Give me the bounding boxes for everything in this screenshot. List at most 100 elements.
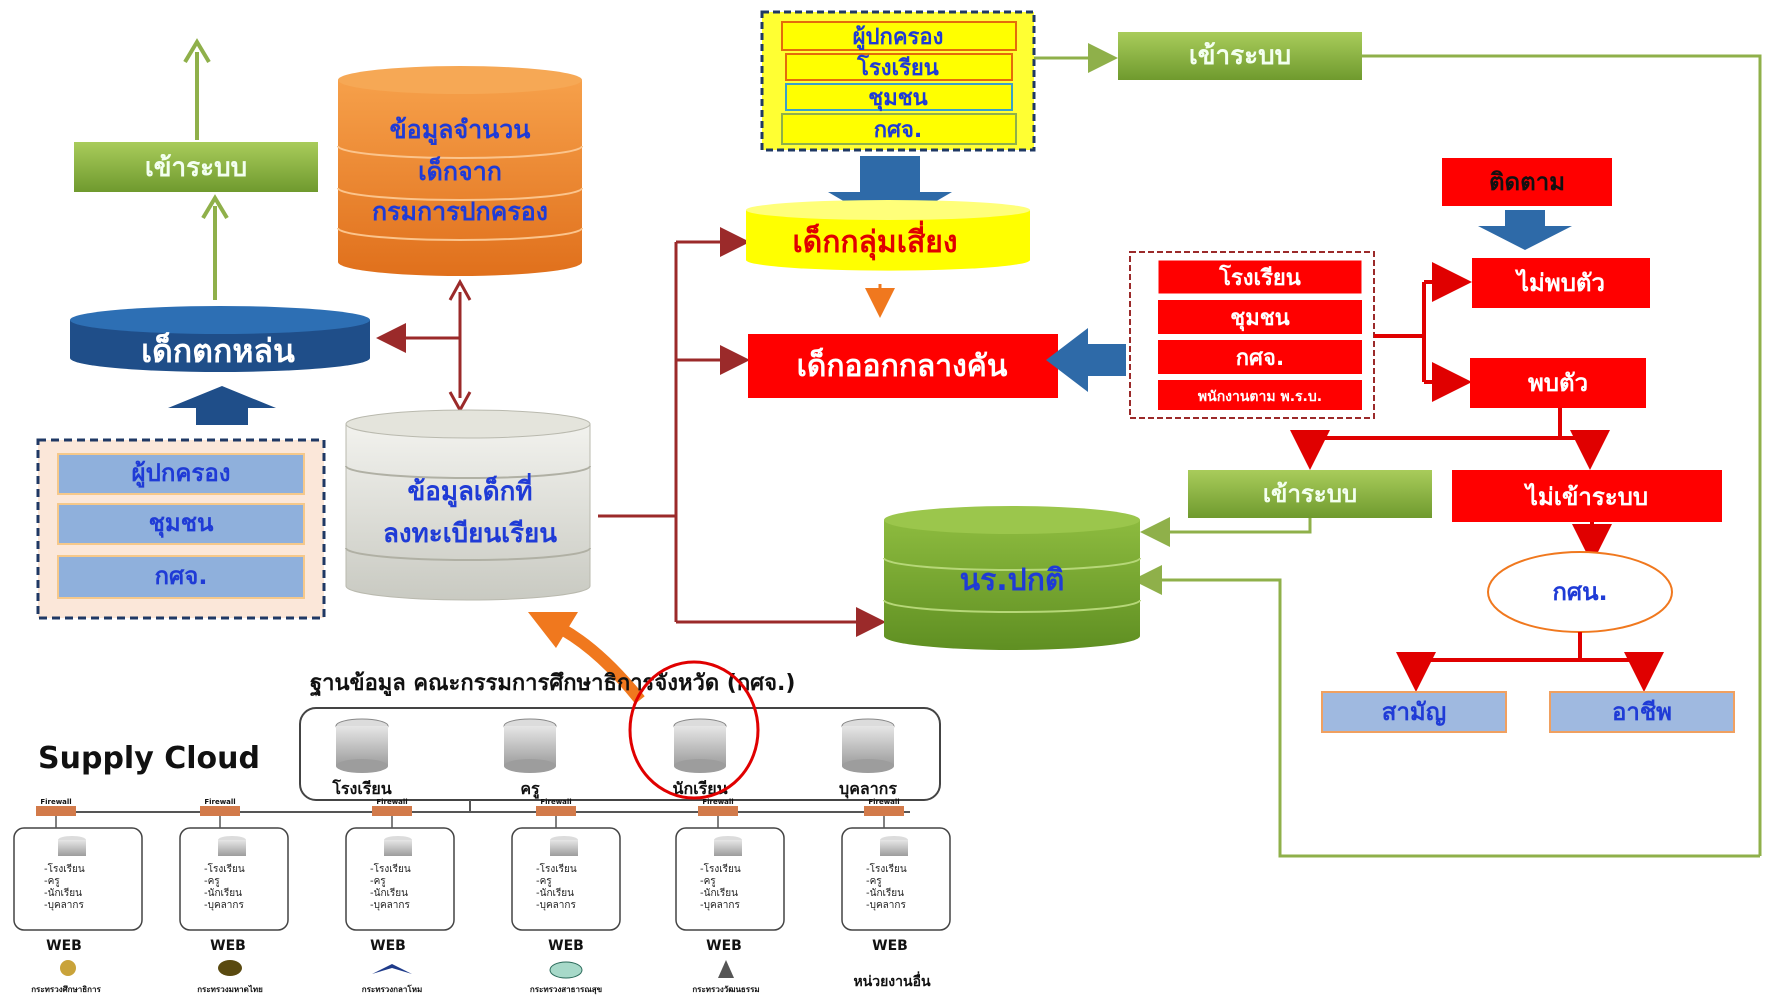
svg-text:สามัญ: สามัญ	[1382, 698, 1446, 726]
svg-text:กศจ.: กศจ.	[1236, 346, 1285, 371]
svg-text:กระทรวงสาธารณสุข: กระทรวงสาธารณสุข	[530, 985, 602, 995]
svg-text:โรงเรียน: โรงเรียน	[331, 778, 391, 798]
enter-system-right: เข้าระบบ	[1188, 470, 1432, 518]
svg-text:-นักเรียน: -นักเรียน	[866, 887, 904, 899]
svg-text:กรมการปกครอง: กรมการปกครอง	[372, 197, 548, 226]
svg-text:กศน.: กศน.	[1552, 578, 1607, 606]
svg-text:ข้อมูลจำนวน: ข้อมูลจำนวน	[390, 115, 531, 146]
svg-text:หน่วยงานอื่น: หน่วยงานอื่น	[853, 971, 931, 990]
top-sources-box: ผู้ปกครอง โรงเรียน ชุมชน กศจ.	[760, 10, 1036, 152]
svg-text:WEB: WEB	[706, 938, 742, 954]
svg-text:-ครู: -ครู	[204, 876, 220, 887]
svg-text:ชุมชน: ชุมชน	[149, 509, 214, 539]
enter-system-top: เข้าระบบ	[1118, 32, 1362, 80]
registered-database: ข้อมูลเด็กที่ ลงทะเบียนเรียน	[345, 409, 591, 601]
arrow-up-top	[183, 38, 211, 140]
orange-arrow-head	[528, 612, 578, 648]
nfe-branch	[1396, 632, 1664, 692]
svg-text:-โรงเรียน: -โรงเรียน	[204, 862, 245, 875]
svg-text:-โรงเรียน: -โรงเรียน	[866, 862, 907, 875]
svg-text:Firewall: Firewall	[868, 798, 899, 806]
svg-text:WEB: WEB	[46, 938, 82, 954]
svg-text:Firewall: Firewall	[376, 798, 407, 806]
dropout-database: เด็กตกหล่น	[70, 306, 370, 372]
svg-text:-นักเรียน: -นักเรียน	[700, 887, 738, 899]
tracker-branch	[1374, 262, 1472, 402]
svg-text:เด็กจาก: เด็กจาก	[418, 156, 502, 186]
svg-text:เด็กออกกลางคัน: เด็กออกกลางคัน	[797, 347, 1008, 384]
svg-text:โรงเรียน: โรงเรียน	[856, 54, 939, 81]
block-arrow-follow	[1478, 210, 1572, 250]
svg-text:กระทรวงมหาดไทย: กระทรวงมหาดไทย	[197, 984, 263, 994]
svg-text:-ครู: -ครู	[700, 876, 716, 887]
dropout-mid-box: เด็กออกกลางคัน	[748, 334, 1058, 398]
highlight-circle	[628, 660, 760, 800]
cloud-db-teacher: ครู	[503, 718, 557, 800]
orange-curved-arrow	[557, 622, 645, 704]
svg-text:โรงเรียน: โรงเรียน	[1218, 264, 1301, 291]
population-database: ข้อมูลจำนวน เด็กจาก กรมการปกครอง	[337, 66, 583, 276]
svg-text:อาชีพ: อาชีพ	[1612, 698, 1672, 726]
normal-student-database: นร.ปกติ	[883, 506, 1141, 650]
nfe-ellipse: กศน.	[1487, 551, 1673, 633]
svg-text:-ครู: -ครู	[866, 876, 882, 887]
svg-text:เข้าระบบ: เข้าระบบ	[1263, 480, 1357, 508]
enter-system-left: เข้าระบบ	[74, 142, 318, 192]
svg-text:-ครู: -ครู	[44, 876, 60, 887]
svg-text:ไม่พบตัว: ไม่พบตัว	[1514, 268, 1605, 297]
supply-cloud-label: Supply Cloud	[38, 741, 260, 776]
registered-outflow	[598, 227, 886, 637]
cloud-frame	[299, 707, 941, 801]
server-node-4: Firewall -โรงเรียน -ครู -นักเรียน -บุคลา…	[511, 798, 621, 995]
svg-text:-บุคลากร: -บุคลากร	[44, 900, 84, 911]
svg-text:เข้าระบบ: เข้าระบบ	[1189, 41, 1291, 71]
svg-text:-บุคลากร: -บุคลากร	[700, 900, 740, 911]
svg-text:กศจ.: กศจ.	[155, 562, 208, 590]
svg-text:นร.ปกติ: นร.ปกติ	[960, 563, 1065, 598]
svg-text:Firewall: Firewall	[40, 798, 71, 806]
svg-text:Firewall: Firewall	[702, 798, 733, 806]
arrow-up-mid	[201, 194, 229, 300]
svg-text:-โรงเรียน: -โรงเรียน	[700, 862, 741, 875]
green-link-top	[1034, 43, 1762, 858]
svg-text:ติดตาม: ติดตาม	[1489, 168, 1565, 196]
svg-text:บุคลากร: บุคลากร	[839, 779, 897, 799]
not-enter-system-box: ไม่เข้าระบบ	[1452, 470, 1722, 522]
svg-text:ข้อมูลเด็กที่: ข้อมูลเด็กที่	[407, 472, 532, 508]
svg-text:กระทรวงวัฒนธรรม: กระทรวงวัฒนธรรม	[692, 985, 759, 994]
svg-text:-โรงเรียน: -โรงเรียน	[44, 862, 85, 875]
block-arrow-up	[168, 386, 276, 425]
svg-text:-โรงเรียน: -โรงเรียน	[536, 862, 577, 875]
server-node-3: Firewall -โรงเรียน -ครู -นักเรียน -บุคลา…	[345, 798, 455, 994]
found-branch	[1290, 408, 1610, 470]
svg-text:-บุคลากร: -บุคลากร	[866, 900, 906, 911]
cloud-db-student: นักเรียน	[673, 718, 728, 798]
svg-text:ผู้ปกครอง: ผู้ปกครอง	[853, 25, 944, 51]
svg-text:-นักเรียน: -นักเรียน	[44, 887, 82, 899]
svg-text:-นักเรียน: -นักเรียน	[536, 887, 574, 899]
block-arrow-left	[1046, 328, 1126, 392]
not-found-box: ไม่พบตัว	[1472, 258, 1650, 308]
svg-text:พบตัว: พบตัว	[1528, 369, 1588, 397]
link-population-registered	[448, 278, 472, 414]
found-box: พบตัว	[1470, 358, 1646, 408]
svg-text:พนักงานตาม พ.ร.บ.: พนักงานตาม พ.ร.บ.	[1198, 389, 1322, 405]
cloud-db-personnel: บุคลากร	[839, 718, 897, 799]
trackers-box: โรงเรียน ชุมชน กศจ. พนักงานตาม พ.ร.บ.	[1129, 251, 1375, 419]
server-node-1: Firewall -โรงเรียน -ครู -นักเรียน -บุคลา…	[13, 798, 143, 994]
vocational-box: อาชีพ	[1549, 691, 1735, 733]
node-connectors	[55, 816, 885, 828]
svg-text:ชุมชน: ชุมชน	[868, 86, 927, 112]
svg-text:เด็กตกหล่น: เด็กตกหล่น	[141, 331, 295, 370]
green-link-right	[1140, 517, 1312, 547]
svg-text:-ครู: -ครู	[536, 876, 552, 887]
svg-text:กศจ.: กศจ.	[874, 118, 923, 143]
server-node-6: Firewall -โรงเรียน -ครู -นักเรียน -บุคลา…	[841, 798, 951, 990]
svg-text:ครู: ครู	[520, 779, 540, 800]
svg-text:ชุมชน: ชุมชน	[1230, 306, 1289, 332]
svg-text:WEB: WEB	[872, 938, 908, 954]
svg-text:กระทรวงกลาโหม: กระทรวงกลาโหม	[362, 984, 423, 994]
svg-text:นักเรียน: นักเรียน	[673, 779, 728, 798]
svg-text:Firewall: Firewall	[204, 798, 235, 806]
